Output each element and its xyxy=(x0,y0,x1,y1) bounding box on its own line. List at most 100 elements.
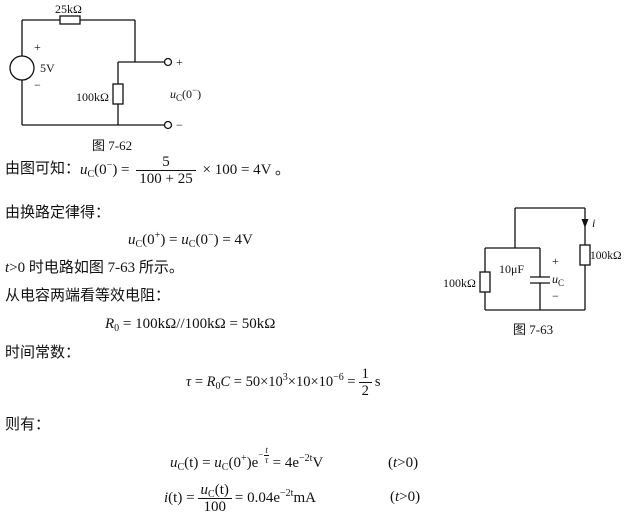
eq6-exp-num: t xyxy=(264,445,269,457)
eq1-arg: (0 xyxy=(94,161,107,178)
cap-var: u xyxy=(552,272,558,286)
eq2-close2: ) = 4V xyxy=(213,232,253,248)
resistor-right-label: 100kΩ xyxy=(590,250,622,262)
eq4-rhs: = 100kΩ//100kΩ = 50kΩ xyxy=(122,316,276,332)
eq7-cond-open: ( xyxy=(390,489,395,505)
equation-uc-0-plus: uC(0+) = uC(0−) = 4V xyxy=(128,230,253,250)
step2-lead: 由换路定律得： xyxy=(5,205,111,221)
eq6-arg2: (0 xyxy=(228,455,241,471)
output-voltage-label: uC(0−) xyxy=(170,85,201,103)
eq2-close1: ) = xyxy=(160,232,178,248)
output-sub: C xyxy=(176,93,182,103)
capacitor-plus-label: + xyxy=(552,254,559,268)
eq5-denominator: 2 xyxy=(361,383,369,399)
eq7-cond-close: >0) xyxy=(399,489,421,505)
eq7-unit: mA xyxy=(293,489,316,506)
eq5-r: R xyxy=(206,373,216,390)
output-minus-label: − xyxy=(176,118,183,132)
eq5-rhs1: = 50×10 xyxy=(233,373,283,390)
capacitor-minus-label: − xyxy=(552,289,559,303)
eq6-cond-open: ( xyxy=(388,455,393,471)
eq2-var2: u xyxy=(181,232,189,248)
resistor-left-icon xyxy=(479,271,491,293)
step4-lead: 从电容两端看等效电阻： xyxy=(5,288,171,304)
eq2-var1: u xyxy=(128,232,136,248)
eq6-sub2: C xyxy=(221,462,229,473)
eq6-rhs-exp: −2t xyxy=(298,453,313,464)
eq7-denominator: 100 xyxy=(203,499,226,515)
terminal-plus-icon xyxy=(163,57,173,67)
step5-lead: 时间常数： xyxy=(5,345,81,361)
eq7-numerator: uC(t) xyxy=(197,482,232,500)
eq1-sub: C xyxy=(87,168,95,180)
eq1-denominator: 100 + 25 xyxy=(139,171,193,187)
eq7-arg: (t) = xyxy=(168,489,195,506)
eq6-close2: )e xyxy=(246,455,259,471)
resistor-top-label: 25kΩ xyxy=(55,2,82,16)
capacitor-label: 10μF xyxy=(499,262,524,276)
resistor-left-label: 100kΩ xyxy=(443,276,476,290)
eq6-var: u xyxy=(170,455,178,471)
output-sup: − xyxy=(192,85,197,95)
eq1-tail: × 100 = 4V 。 xyxy=(202,161,290,178)
step1-lead: 由图可知： xyxy=(5,161,81,177)
voltage-source-icon xyxy=(9,55,35,81)
eq7-rhs-exp: −2t xyxy=(280,487,294,499)
step3-var: t xyxy=(5,260,10,276)
eq7-num-sub: C xyxy=(208,489,215,500)
figure-7-63-circuit: 100kΩ 10μF + uC − i 100kΩ 图 7-63 xyxy=(443,207,622,337)
eq5-c: C xyxy=(220,373,231,390)
eq1-close: ) = xyxy=(112,161,130,178)
eq7-fraction: uC(t)100 xyxy=(197,482,232,515)
eq1-var: u xyxy=(80,161,88,178)
eq7-num-arg: (t) xyxy=(214,482,229,498)
source-value-label: 5V xyxy=(40,61,55,75)
step3-body: >0 时电路如图 7-63 所示。 xyxy=(9,260,184,276)
eq5-exp1: 3 xyxy=(282,371,288,383)
eq6-exp-den: τ xyxy=(264,455,269,466)
resistor-right-icon xyxy=(579,244,591,266)
current-arrow-icon xyxy=(581,219,589,228)
eq6-var2: u xyxy=(214,455,222,471)
eq4-var: R xyxy=(105,316,115,332)
equation-i-t: i(t) =uC(t)100= 0.04e−2tmA xyxy=(164,482,316,515)
output-arg: (0 xyxy=(182,87,192,101)
capacitor-voltage-label: uC xyxy=(552,272,564,288)
source-plus-label: + xyxy=(34,40,41,54)
resistor-25k-icon xyxy=(59,15,81,25)
eq6-exp-sign: − xyxy=(258,450,264,460)
eq2-arg2: (0 xyxy=(195,232,208,248)
eq5-rhs3: = xyxy=(347,373,356,390)
terminal-minus-icon xyxy=(163,120,173,130)
eq4-sub: 0 xyxy=(114,323,120,334)
eq6-unit: V xyxy=(312,455,324,471)
eq6-cond-var: t xyxy=(393,455,398,471)
eq2-arg1: (0 xyxy=(142,232,155,248)
eq7-var: i xyxy=(164,489,169,506)
figure-63-caption: 图 7-63 xyxy=(513,322,553,337)
eq5-unit: s xyxy=(374,373,381,390)
eq6-sub: C xyxy=(177,462,185,473)
current-label: i xyxy=(592,216,595,230)
eq7-cond-var: t xyxy=(395,489,400,505)
eq2-sub2: C xyxy=(188,239,196,250)
eq1-sup: − xyxy=(106,159,113,171)
eq5-tau: τ xyxy=(186,373,192,390)
eq2-sup2: − xyxy=(207,230,214,241)
eq5-eq: = xyxy=(194,373,204,390)
eq6-sup2: + xyxy=(240,453,247,464)
eq6-cond-close: >0) xyxy=(397,455,419,471)
equation-r0: R0 = 100kΩ//100kΩ = 50kΩ xyxy=(105,315,276,334)
eq7-condition: (t>0) xyxy=(390,488,420,506)
source-minus-label: − xyxy=(34,78,41,92)
step6-lead: 则有： xyxy=(5,417,51,433)
eq2-sup1: + xyxy=(154,230,161,241)
